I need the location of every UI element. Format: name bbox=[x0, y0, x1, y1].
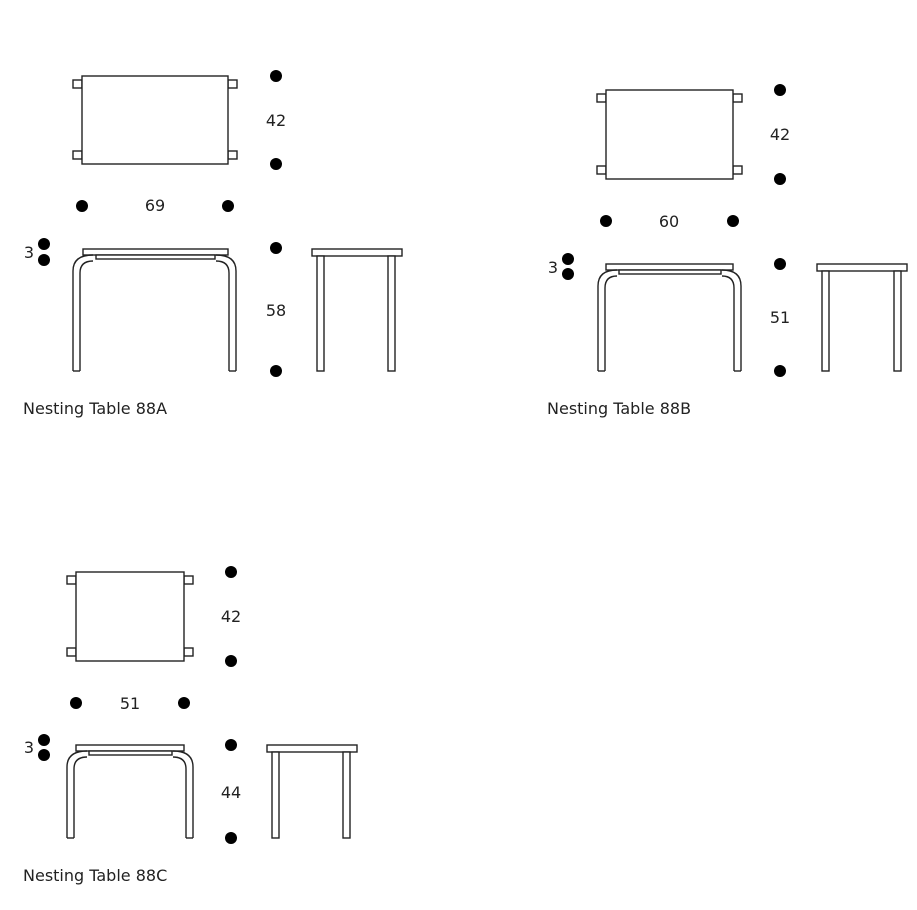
bent-leg-left bbox=[597, 269, 618, 371]
top-view-tab bbox=[732, 93, 743, 103]
dimension-dot bbox=[38, 238, 50, 250]
bent-leg-left-inner bbox=[79, 260, 94, 371]
depth-label: 42 bbox=[266, 111, 286, 130]
dimension-dot bbox=[225, 739, 237, 751]
height-label: 58 bbox=[266, 301, 286, 320]
top-view-tab bbox=[596, 93, 607, 103]
table-title: Nesting Table 88A bbox=[23, 399, 167, 418]
leg bbox=[271, 751, 280, 839]
tabletop-outline bbox=[605, 89, 734, 180]
leg bbox=[893, 270, 902, 372]
width-label: 69 bbox=[145, 196, 165, 215]
bent-leg-left-inner bbox=[604, 275, 618, 371]
dimension-dot bbox=[178, 697, 190, 709]
depth-label: 42 bbox=[221, 607, 241, 626]
leg bbox=[821, 270, 830, 372]
leg bbox=[387, 255, 396, 372]
height-label: 51 bbox=[770, 308, 790, 327]
side-view-88b bbox=[816, 263, 908, 372]
bent-leg-left bbox=[72, 254, 94, 371]
dimension-dot bbox=[222, 200, 234, 212]
dimension-dot bbox=[270, 242, 282, 254]
bent-leg-left-inner bbox=[73, 756, 88, 838]
bent-leg-right-inner bbox=[215, 260, 230, 371]
bent-leg-left bbox=[66, 750, 88, 838]
tabletop-edge bbox=[311, 248, 403, 257]
dimension-dot bbox=[562, 253, 574, 265]
tabletop-outline bbox=[81, 75, 229, 165]
top-view-tab bbox=[596, 165, 607, 175]
tabletop-outline bbox=[75, 571, 185, 662]
top-view-tab bbox=[72, 150, 83, 160]
dimension-dot bbox=[225, 655, 237, 667]
top-view-tab bbox=[227, 79, 238, 89]
dimension-dot bbox=[225, 566, 237, 578]
dimension-dot bbox=[774, 84, 786, 96]
dimension-dot bbox=[600, 215, 612, 227]
tabletop-edge bbox=[266, 744, 358, 753]
top-thickness-label: 3 bbox=[548, 258, 558, 277]
top-view-tab bbox=[66, 575, 77, 585]
dimension-dot bbox=[38, 749, 50, 761]
table-title: Nesting Table 88B bbox=[547, 399, 691, 418]
width-label: 60 bbox=[659, 212, 679, 231]
bent-leg-right bbox=[215, 254, 237, 371]
dimension-dot bbox=[774, 365, 786, 377]
top-view-88c bbox=[66, 571, 194, 662]
apron bbox=[88, 750, 173, 756]
bent-leg-right-inner bbox=[172, 756, 187, 838]
top-view-88b bbox=[596, 89, 743, 180]
dimension-dot bbox=[225, 832, 237, 844]
top-view-tab bbox=[732, 165, 743, 175]
table-88c: 42 51 3 44 Nesting Table 88 bbox=[23, 566, 358, 885]
leg bbox=[316, 255, 325, 372]
bent-leg-right bbox=[172, 750, 194, 838]
table-title: Nesting Table 88C bbox=[23, 866, 167, 885]
top-thickness-label: 3 bbox=[24, 738, 34, 757]
front-view-88b bbox=[597, 263, 742, 372]
depth-label: 42 bbox=[770, 125, 790, 144]
top-view-tab bbox=[227, 150, 238, 160]
tabletop-edge bbox=[816, 263, 908, 272]
top-view-tab bbox=[66, 647, 77, 657]
bent-leg-right-inner bbox=[721, 275, 735, 371]
dimension-dot bbox=[727, 215, 739, 227]
tabletop-edge bbox=[82, 248, 229, 256]
dimension-dot bbox=[270, 70, 282, 82]
dimension-dot bbox=[70, 697, 82, 709]
tabletop-edge bbox=[605, 263, 734, 271]
dimension-dot bbox=[38, 254, 50, 266]
front-view-88a bbox=[72, 248, 237, 372]
dimension-dot bbox=[38, 734, 50, 746]
top-view-tab bbox=[183, 647, 194, 657]
apron bbox=[95, 254, 216, 260]
table-88a: 42 69 3 58 Nesting Table 88 bbox=[23, 70, 403, 418]
side-view-88c bbox=[266, 744, 358, 839]
top-view-tab bbox=[183, 575, 194, 585]
dimension-dot bbox=[76, 200, 88, 212]
tabletop-edge bbox=[75, 744, 185, 752]
top-thickness-label: 3 bbox=[24, 243, 34, 262]
front-view-88c bbox=[66, 744, 194, 839]
table-88b: 42 60 3 51 Nesting Table 88 bbox=[547, 84, 908, 418]
height-label: 44 bbox=[221, 783, 241, 802]
top-view-tab bbox=[72, 79, 83, 89]
dimension-dot bbox=[774, 173, 786, 185]
dimension-dot bbox=[270, 365, 282, 377]
dimension-dot bbox=[270, 158, 282, 170]
dimension-dot bbox=[562, 268, 574, 280]
dimension-dot bbox=[774, 258, 786, 270]
top-view-88a bbox=[72, 75, 238, 165]
apron bbox=[618, 269, 722, 275]
width-label: 51 bbox=[120, 694, 140, 713]
side-view-88a bbox=[311, 248, 403, 372]
leg bbox=[342, 751, 351, 839]
bent-leg-right bbox=[721, 269, 742, 371]
